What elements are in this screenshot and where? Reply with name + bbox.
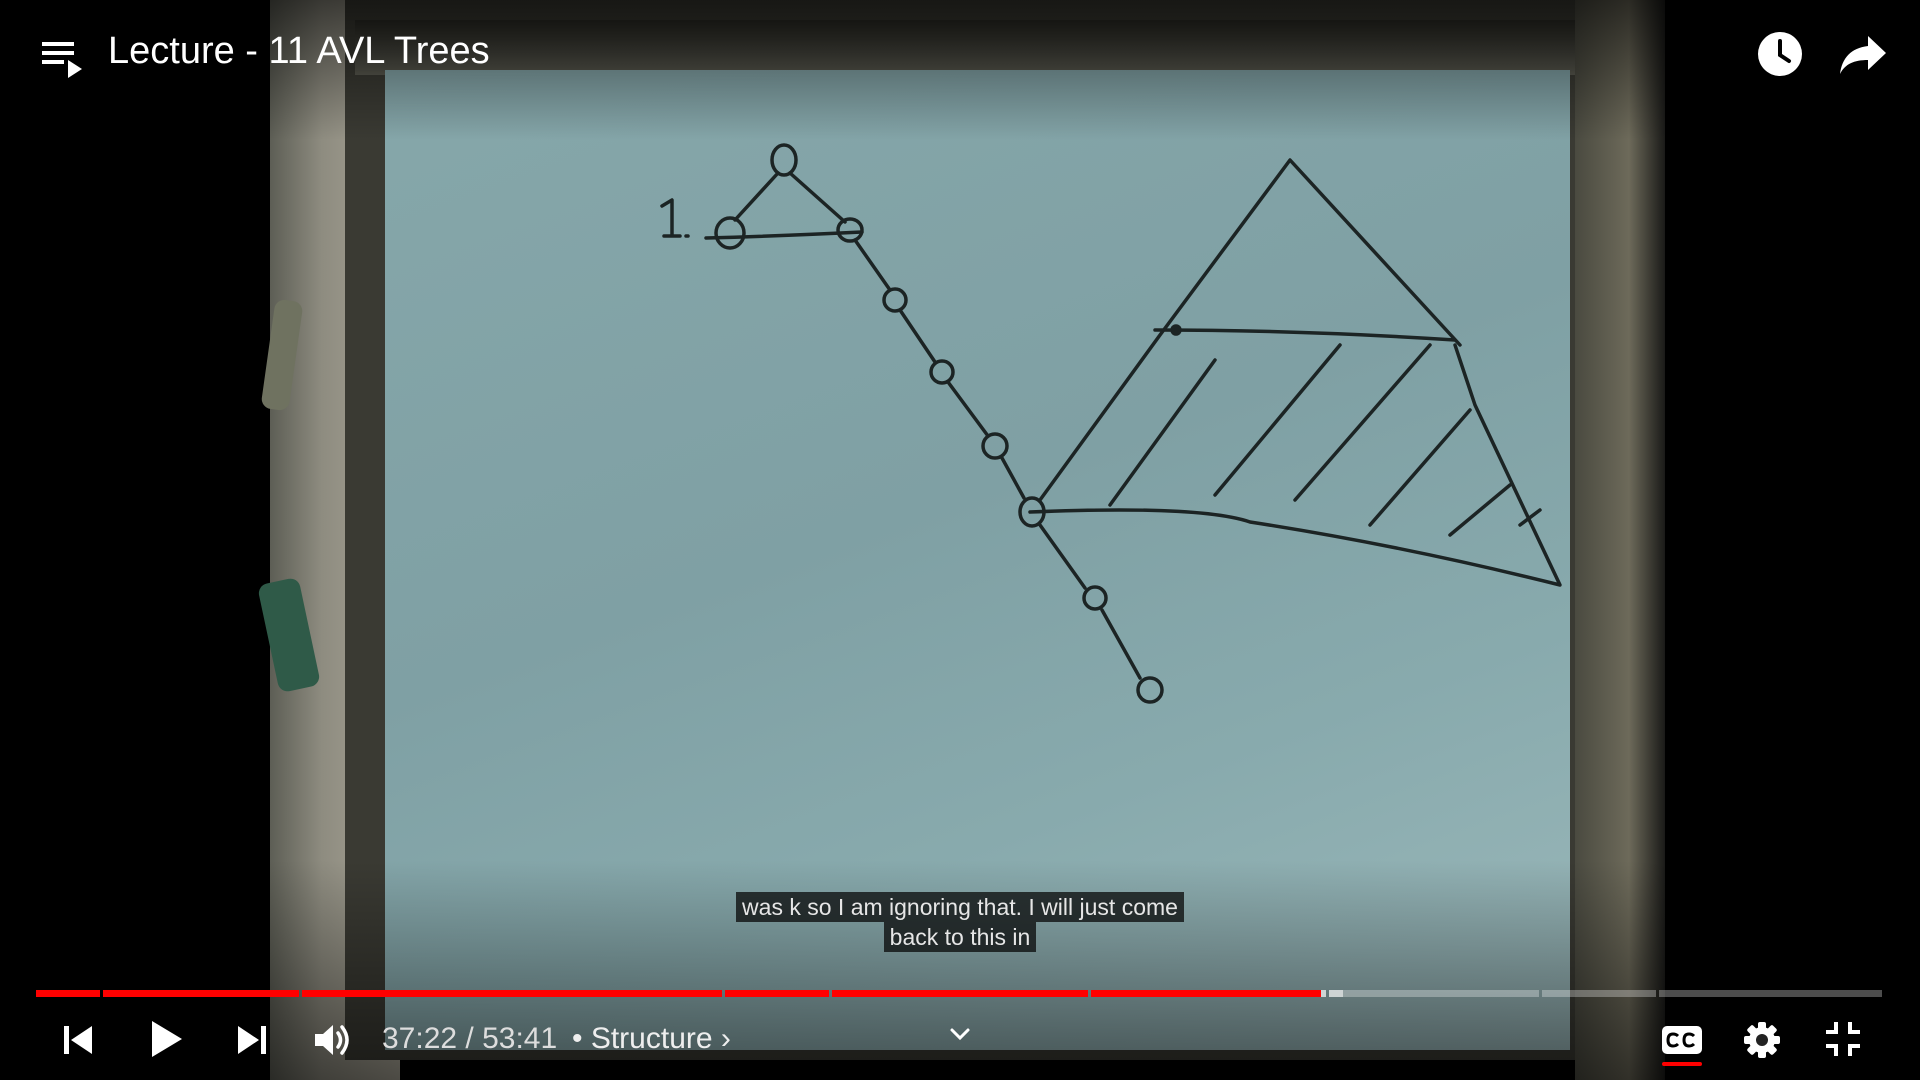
progress-played — [103, 990, 299, 997]
tree-node-right — [836, 217, 864, 243]
progress-played — [36, 990, 100, 997]
caption-line-1: was k so I am ignoring that. I will just… — [736, 892, 1184, 922]
captions-window: was k so I am ignoring that. I will just… — [0, 892, 1920, 952]
progress-chapter-segment[interactable] — [832, 990, 1088, 997]
control-bar: 37:22 / 53:41 • Structure › — [0, 1010, 1920, 1070]
progress-chapter-segment[interactable] — [302, 990, 722, 997]
tree-node-root — [770, 143, 798, 177]
progress-chapter-segment[interactable] — [725, 990, 829, 997]
chevron-down-icon[interactable] — [948, 1026, 972, 1047]
video-title[interactable]: Lecture - 11 AVL Trees — [108, 30, 490, 72]
share-arrow-icon[interactable] — [1838, 32, 1888, 78]
progress-chapter-segment[interactable] — [1091, 990, 1326, 997]
playlist-icon[interactable] — [40, 36, 84, 80]
volume-icon[interactable] — [312, 1021, 354, 1064]
exit-fullscreen-icon[interactable] — [1824, 1020, 1862, 1063]
watch-later-clock-icon[interactable] — [1756, 30, 1804, 78]
progress-buffered — [1329, 990, 1343, 997]
progress-chapter-segment[interactable] — [1329, 990, 1539, 997]
captions-active-indicator — [1662, 1062, 1702, 1066]
progress-played — [302, 990, 722, 997]
top-bar: Lecture - 11 AVL Trees — [0, 0, 1920, 110]
progress-chapter-segment[interactable] — [36, 990, 100, 997]
chapter-title-button[interactable]: • Structure › — [572, 1022, 731, 1055]
progress-chapter-segment[interactable] — [103, 990, 299, 997]
progress-played — [832, 990, 1088, 997]
progress-chapter-segment[interactable] — [1542, 990, 1656, 997]
top-gradient — [0, 0, 1920, 140]
previous-icon[interactable] — [60, 1022, 96, 1063]
progress-chapter-segment[interactable] — [1659, 990, 1882, 997]
settings-gear-icon[interactable] — [1742, 1020, 1782, 1065]
closed-captions-icon[interactable] — [1660, 1024, 1704, 1061]
progress-played — [725, 990, 829, 997]
time-display: 37:22 / 53:41 — [382, 1022, 558, 1055]
play-icon[interactable] — [146, 1018, 186, 1065]
tree-node-left — [714, 216, 746, 250]
caption-line-2: back to this in — [883, 922, 1037, 952]
progress-bar[interactable] — [36, 990, 1882, 997]
next-icon[interactable] — [234, 1022, 270, 1063]
progress-played — [1091, 990, 1321, 997]
